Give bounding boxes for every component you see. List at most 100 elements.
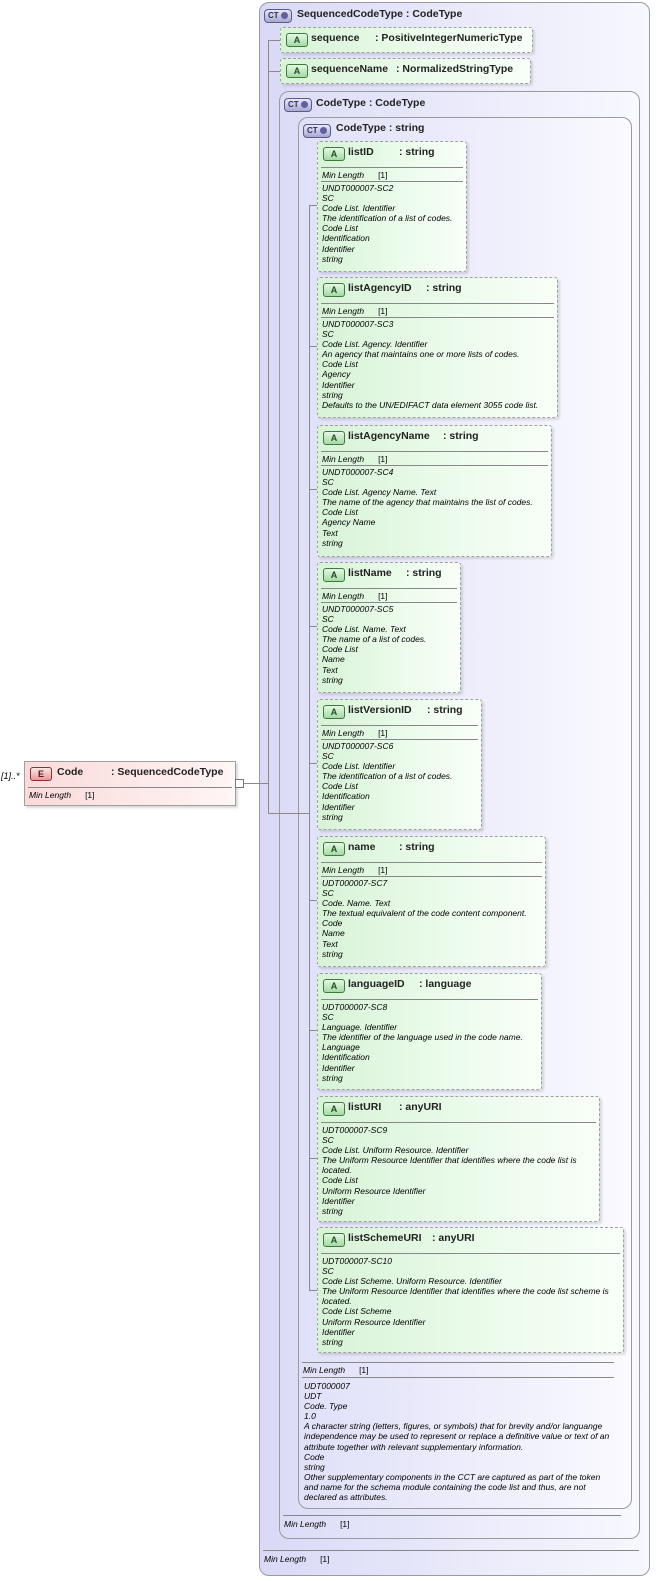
code-type-inner-title: CodeType : string (336, 122, 425, 134)
divider (321, 876, 542, 877)
attribute-list-id[interactable]: A listID : string Min Length[1] UNDT0000… (317, 141, 467, 272)
attribute-type: : string (426, 282, 462, 294)
divider (321, 862, 542, 863)
divider (321, 451, 548, 452)
attribute-sequence-name[interactable]: A sequenceName : NormalizedStringType (280, 58, 531, 84)
connector-line (309, 626, 317, 627)
divider (321, 181, 463, 182)
attribute-icon: A (286, 64, 308, 78)
attribute-type: : string (399, 841, 435, 853)
divider (321, 1253, 620, 1254)
attribute-name: listAgencyID (348, 282, 412, 294)
element-name: Code (57, 766, 84, 778)
attribute-name: name (348, 841, 376, 853)
connector-line (309, 205, 310, 1291)
divider (28, 787, 232, 788)
connector-line (309, 900, 317, 901)
attribute-type: : anyURI (399, 1101, 442, 1113)
connector-line (237, 783, 268, 784)
divider (302, 1362, 614, 1363)
element-multiplicity: [1]..* (1, 771, 20, 781)
attribute-min-length: Min Length[1] (322, 728, 388, 738)
attribute-name: sequence (311, 32, 360, 44)
complex-type-icon: CT (264, 9, 292, 23)
attribute-icon: A (323, 283, 345, 297)
attribute-list-agency-id[interactable]: A listAgencyID : string Min Length[1] UN… (317, 277, 558, 418)
element-icon: E (30, 767, 52, 781)
divider (321, 303, 554, 304)
complex-type-icon: CT (284, 98, 312, 112)
attribute-name: listURI (348, 1101, 382, 1113)
connector-line (309, 205, 317, 206)
attribute-min-length: Min Length[1] (322, 306, 388, 316)
attribute-name: listVersionID (348, 704, 412, 716)
code-type-outer-title: CodeType : CodeType (316, 97, 426, 109)
divider (283, 1515, 621, 1516)
divider (321, 725, 478, 726)
complex-type-icon: CT (303, 124, 331, 138)
divider (263, 1550, 639, 1551)
divider (321, 588, 457, 589)
attribute-name: sequenceName (311, 63, 389, 75)
code-type-inner-min-length: Min Length[1] (303, 1365, 369, 1375)
attribute-name: listID (348, 146, 374, 158)
attribute-type: : string (399, 146, 435, 158)
element-code[interactable]: E Code : SequencedCodeType Min Length[1] (24, 761, 236, 806)
attribute-min-length: Min Length[1] (322, 865, 388, 875)
divider (321, 465, 548, 466)
attribute-min-length: Min Length[1] (322, 454, 388, 464)
attribute-type: : string (427, 704, 463, 716)
divider (321, 999, 538, 1000)
sequenced-code-type-min-length: Min Length[1] (264, 1554, 330, 1564)
attribute-name: listSchemeURI (348, 1232, 422, 1244)
code-type-documentation: UDT000007 UDT Code. Type 1.0 A character… (304, 1381, 610, 1503)
attribute-icon: A (323, 979, 345, 993)
attribute-icon: A (323, 842, 345, 856)
connector-line (268, 40, 280, 41)
attribute-icon: A (323, 431, 345, 445)
attribute-list-agency-name[interactable]: A listAgencyName : string Min Length[1] … (317, 425, 552, 557)
divider (321, 1122, 596, 1123)
attribute-type: : PositiveIntegerNumericType (375, 32, 523, 44)
attribute-list-name[interactable]: A listName : string Min Length[1] UNDT00… (317, 562, 461, 693)
sequenced-code-type-title: SequencedCodeType : CodeType (297, 8, 463, 20)
attribute-icon: A (286, 33, 308, 47)
attribute-min-length: Min Length[1] (322, 591, 388, 601)
connector-line (309, 763, 317, 764)
connector-line (309, 346, 317, 347)
attribute-name: listAgencyName (348, 430, 430, 442)
attribute-name: languageID (348, 978, 405, 990)
connector-line (309, 1290, 317, 1291)
collapse-toggle[interactable] (235, 779, 244, 788)
attribute-icon: A (323, 147, 345, 161)
divider (321, 602, 457, 603)
attribute-sequence[interactable]: A sequence : PositiveIntegerNumericType (280, 27, 533, 53)
attribute-name-attr[interactable]: A name : string Min Length[1] UDT000007-… (317, 836, 546, 967)
attribute-list-version-id[interactable]: A listVersionID : string Min Length[1] U… (317, 699, 482, 830)
connector-line (268, 813, 310, 814)
connector-line (268, 71, 280, 72)
attribute-icon: A (323, 568, 345, 582)
attribute-type: : NormalizedStringType (396, 63, 514, 75)
attribute-icon: A (323, 1102, 345, 1116)
divider (302, 1377, 614, 1378)
attribute-type: : language (419, 978, 472, 990)
attribute-type: : anyURI (432, 1232, 475, 1244)
attribute-name: listName (348, 567, 392, 579)
attribute-type: : string (406, 567, 442, 579)
element-type: : SequencedCodeType (111, 766, 224, 778)
attribute-icon: A (323, 1233, 345, 1247)
code-type-outer-min-length: Min Length[1] (284, 1519, 350, 1529)
attribute-icon: A (323, 705, 345, 719)
